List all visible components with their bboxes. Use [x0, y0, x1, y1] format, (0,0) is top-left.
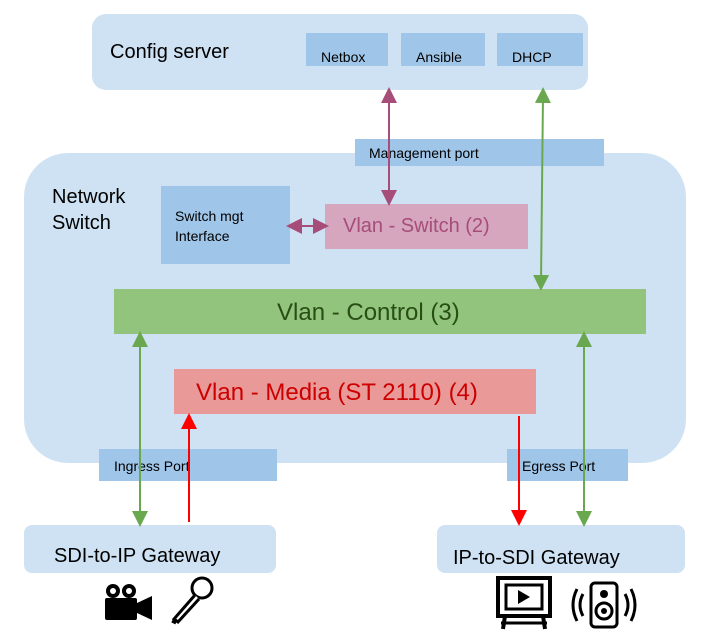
config-server-title: Config server — [110, 41, 229, 63]
service-dhcp: DHCP — [497, 33, 583, 66]
vlan-control: Vlan - Control (3) — [114, 289, 646, 334]
switch-mgt-label-line2: Interface — [175, 228, 230, 244]
switch-mgt-interface: Switch mgt Interface — [161, 186, 290, 264]
ip-to-sdi-gateway-label: IP-to-SDI Gateway — [453, 547, 620, 569]
vlan-media-label: Vlan - Media (ST 2110) (4) — [196, 379, 478, 406]
service-netbox-label: Netbox — [321, 49, 366, 65]
service-ansible: Ansible — [401, 33, 485, 66]
service-ansible-label: Ansible — [416, 49, 462, 65]
switch-mgt-label-line1: Switch mgt — [175, 208, 244, 224]
service-dhcp-label: DHCP — [512, 49, 552, 65]
vlan-switch-label: Vlan - Switch (2) — [343, 215, 490, 237]
vlan-switch: Vlan - Switch (2) — [325, 204, 528, 249]
monitor-icon — [496, 576, 552, 630]
vlan-media: Vlan - Media (ST 2110) (4) — [174, 369, 536, 414]
arrow-dhcp-vlan-control — [533, 87, 551, 291]
ip-to-sdi-gateway: IP-to-SDI Gateway — [437, 525, 685, 573]
vlan-control-label: Vlan - Control (3) — [277, 299, 460, 326]
network-switch-title-line2: Switch — [52, 212, 111, 234]
sdi-to-ip-gateway-label: SDI-to-IP Gateway — [54, 545, 221, 567]
sdi-to-ip-gateway: SDI-to-IP Gateway — [24, 525, 276, 573]
video-camera-icon — [105, 584, 152, 620]
network-switch-title-line1: Network — [52, 186, 126, 208]
microphone-icon — [171, 576, 214, 625]
service-netbox: Netbox — [306, 33, 388, 66]
speaker-icon — [571, 581, 637, 629]
